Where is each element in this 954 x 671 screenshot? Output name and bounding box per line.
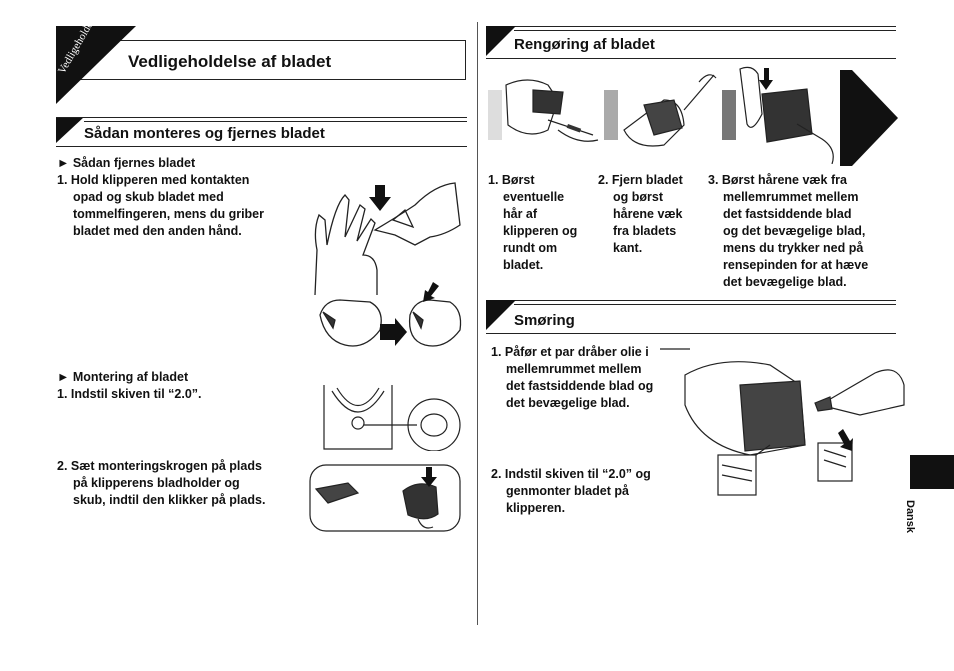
section-rule xyxy=(486,333,896,334)
oil-step-2: 2. Indstil skiven til “2.0” og genmonter… xyxy=(491,467,651,515)
mount-step-2: 2. Sæt monteringskrogen på plads på klip… xyxy=(57,459,266,507)
section-rule xyxy=(56,117,467,118)
clean-figure-3 xyxy=(722,64,842,164)
section-heading-triangle xyxy=(486,300,516,330)
section-rule xyxy=(486,300,896,301)
remove-figure-1 xyxy=(305,175,467,300)
mount-heading: ► Montering af bladet xyxy=(57,370,189,384)
section-rule xyxy=(486,58,896,59)
arrow-icon xyxy=(759,68,773,90)
clean-step-3: 3. Børst hårene væk fra mellemrummet mel… xyxy=(708,173,869,289)
section-heading: Smøring xyxy=(514,312,575,329)
oil-step-1: 1. Påfør et par dråber olie i mellemrumm… xyxy=(491,345,654,410)
remove-step-1: 1. Hold klipperen med kontakten opad og … xyxy=(57,173,265,238)
section-heading: Rengøring af bladet xyxy=(514,36,655,53)
oil-bottle-icon xyxy=(814,396,833,412)
brush-icon xyxy=(566,124,582,133)
column-divider xyxy=(477,22,478,625)
remove-figure-2 xyxy=(315,280,465,355)
mount-step-1: 1. Indstil skiven til “2.0”. xyxy=(57,387,202,401)
section-heading: Sådan monteres og fjernes bladet xyxy=(84,125,325,142)
clean-step-2: 2. Fjern bladet og børst hårene væk fra … xyxy=(598,173,683,255)
section-rule xyxy=(514,304,896,305)
section-rule xyxy=(84,121,467,122)
section-tab-triangle xyxy=(56,26,136,104)
section-rule xyxy=(56,146,467,147)
section-heading-triangle xyxy=(486,26,516,56)
language-tab-label: Dansk xyxy=(904,500,916,534)
arrow-icon xyxy=(423,282,439,302)
arrow-icon xyxy=(421,467,437,487)
language-tab xyxy=(910,455,954,489)
continue-arrow-icon xyxy=(840,70,898,166)
clean-figure-1 xyxy=(488,70,602,162)
clean-figure-2 xyxy=(604,70,718,162)
page-title: Vedligeholdelse af bladet xyxy=(128,52,332,71)
section-rule xyxy=(514,30,896,31)
clean-step-1: 1. Børst eventuelle hår af klipperen og … xyxy=(488,173,578,272)
section-heading-triangle xyxy=(56,117,84,143)
arrow-icon xyxy=(369,185,391,211)
mount-figure-1 xyxy=(322,383,467,451)
oil-figure xyxy=(660,345,905,505)
section-rule xyxy=(486,26,896,27)
mount-figure-2 xyxy=(308,459,468,534)
arrow-icon xyxy=(380,318,407,346)
remove-heading: ► Sådan fjernes bladet xyxy=(57,156,196,170)
arrow-icon xyxy=(838,429,853,451)
